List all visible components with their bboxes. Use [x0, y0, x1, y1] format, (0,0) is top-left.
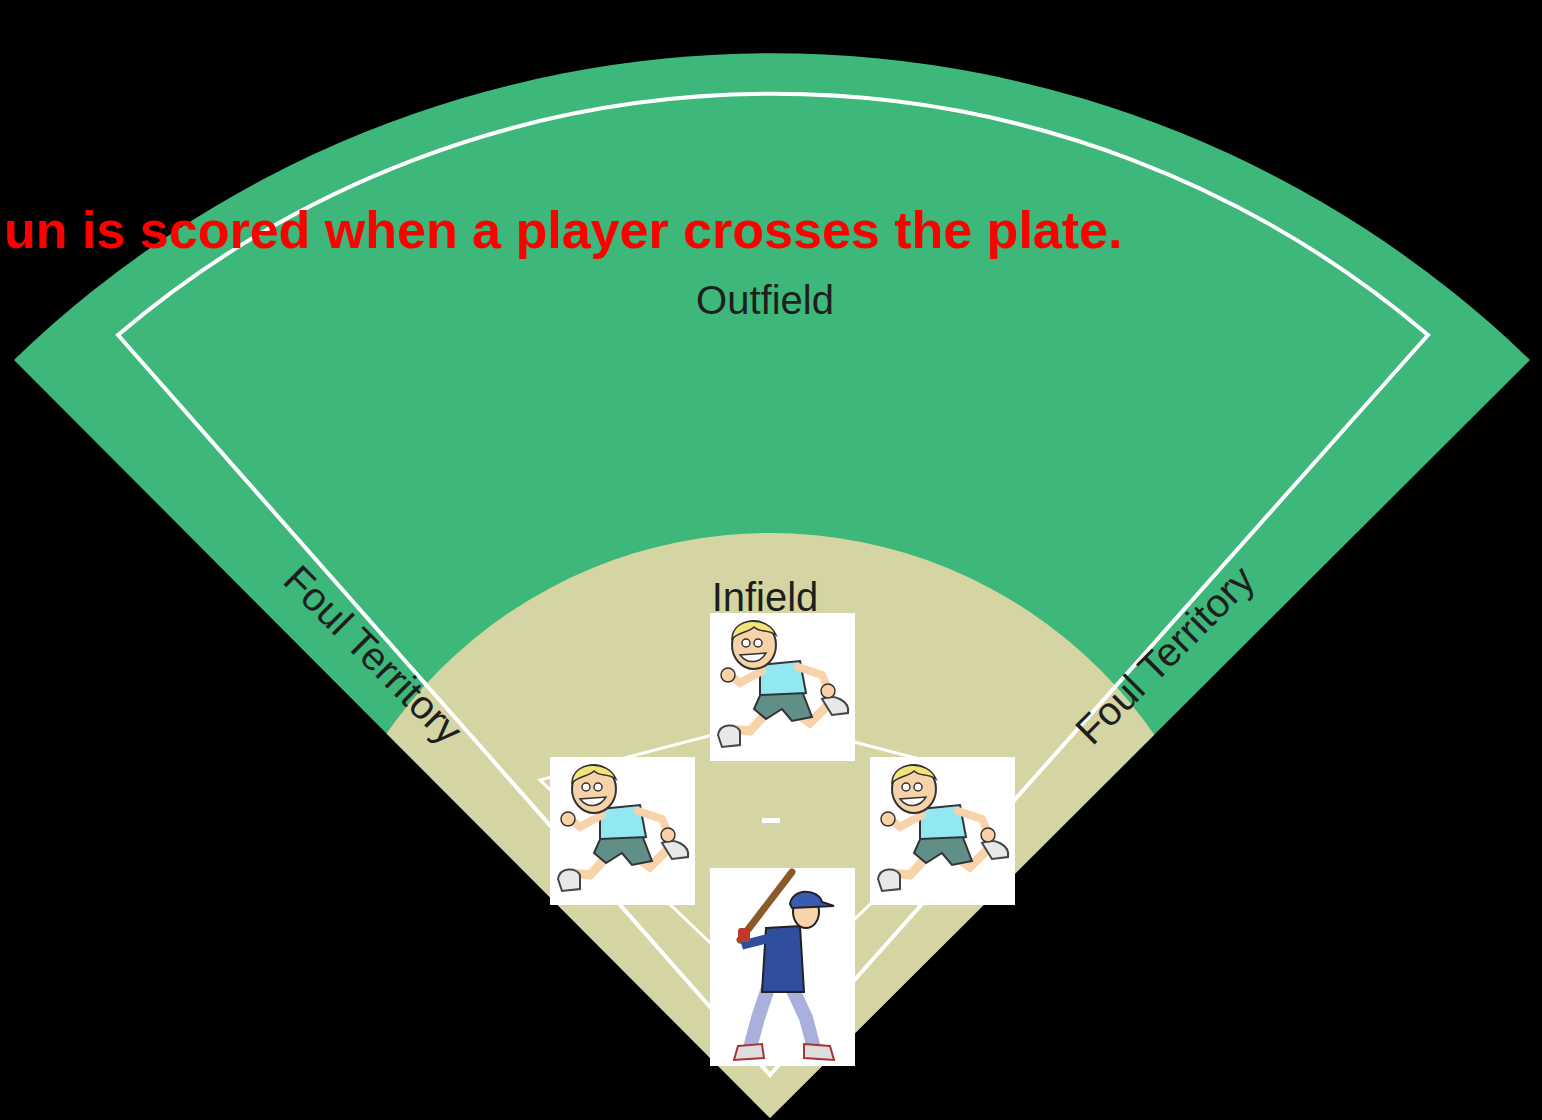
region-label: Outfield	[696, 278, 834, 323]
runner-first-base	[870, 757, 1015, 905]
batter-home-plate	[710, 868, 855, 1066]
title-holder: un is scored when a player crosses the p…	[4, 200, 1122, 260]
slide-note: un is scored when a player crosses the p…	[4, 200, 1122, 260]
region-label: Infield	[712, 575, 819, 620]
label-holder: Outfield	[696, 278, 834, 323]
runner-second-base	[710, 613, 855, 761]
runner-third-base	[550, 757, 695, 905]
infield-dirt	[303, 533, 1237, 1120]
pitchers-rubber	[762, 818, 780, 823]
label-holder: Infield	[712, 575, 819, 620]
